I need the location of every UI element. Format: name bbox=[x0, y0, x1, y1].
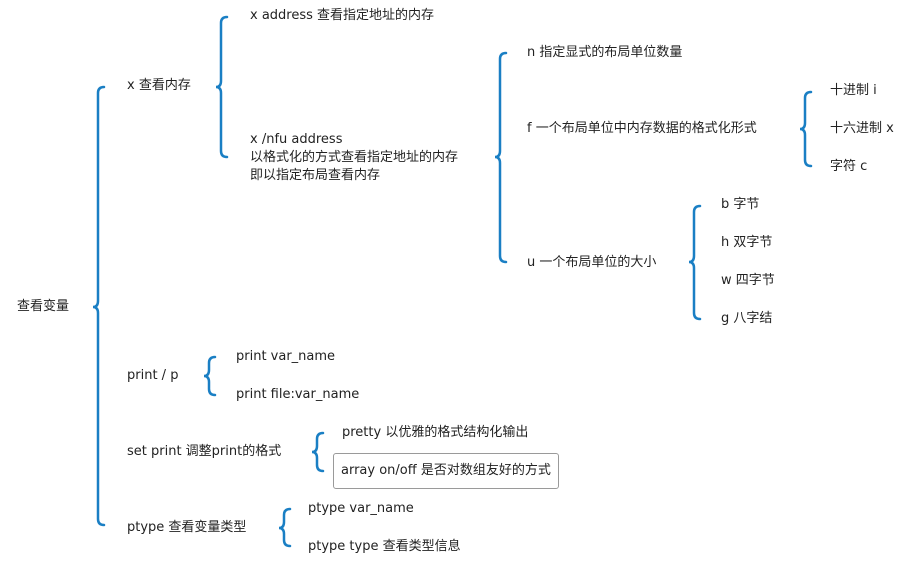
print-var-node[interactable]: print var_name bbox=[236, 349, 336, 364]
root-node[interactable]: 查看变量 bbox=[17, 299, 70, 314]
x-nfu-node[interactable]: x /nfu address 以格式化的方式查看指定地址的内存 即以指定布局查看… bbox=[250, 131, 458, 185]
print-bracket bbox=[203, 355, 217, 397]
u-option-giant[interactable]: g 八字结 bbox=[721, 311, 773, 326]
x-nfu-line1: x /nfu address bbox=[250, 132, 343, 147]
set-print-node[interactable]: set print 调整print的格式 bbox=[127, 444, 282, 459]
set-print-bracket bbox=[311, 431, 325, 473]
print-file-var-node[interactable]: print file:var_name bbox=[236, 387, 360, 402]
n-node[interactable]: n 指定显式的布局单位数量 bbox=[527, 45, 683, 60]
u-node[interactable]: u 一个布局单位的大小 bbox=[527, 255, 657, 270]
print-node[interactable]: print / p bbox=[127, 368, 179, 383]
ptype-bracket bbox=[278, 507, 292, 548]
ptype-node[interactable]: ptype 查看变量类型 bbox=[127, 520, 247, 535]
root-bracket bbox=[92, 85, 106, 527]
f-node[interactable]: f 一个布局单位中内存数据的格式化形式 bbox=[527, 121, 757, 136]
u-bracket bbox=[688, 204, 702, 321]
x-memory-bracket bbox=[215, 15, 229, 159]
u-option-halfword[interactable]: h 双字节 bbox=[721, 235, 773, 250]
x-nfu-line3: 即以指定布局查看内存 bbox=[250, 168, 381, 183]
x-nfu-line2: 以格式化的方式查看指定地址的内存 bbox=[250, 150, 459, 165]
f-option-decimal[interactable]: 十进制 i bbox=[830, 83, 877, 98]
f-bracket bbox=[799, 90, 813, 168]
x-address-node[interactable]: x address 查看指定地址的内存 bbox=[250, 8, 435, 23]
ptype-var-node[interactable]: ptype var_name bbox=[308, 501, 414, 516]
f-option-hex[interactable]: 十六进制 x bbox=[830, 121, 894, 136]
u-option-byte[interactable]: b 字节 bbox=[721, 197, 760, 212]
array-node[interactable]: array on/off 是否对数组友好的方式 bbox=[333, 453, 559, 489]
f-option-char[interactable]: 字符 c bbox=[830, 159, 868, 174]
pretty-node[interactable]: pretty 以优雅的格式结构化输出 bbox=[342, 425, 529, 440]
nfu-bracket bbox=[494, 51, 508, 264]
x-memory-node[interactable]: x 查看内存 bbox=[127, 78, 191, 93]
ptype-type-node[interactable]: ptype type 查看类型信息 bbox=[308, 539, 461, 554]
u-option-word[interactable]: w 四字节 bbox=[721, 273, 775, 288]
